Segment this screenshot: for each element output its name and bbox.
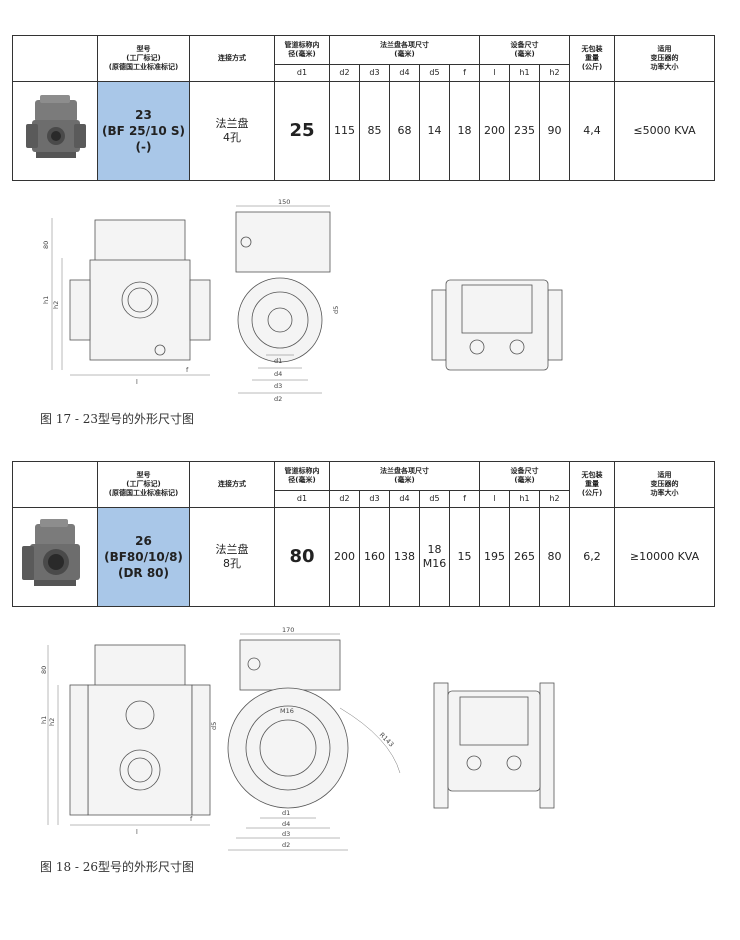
- model-header: 型号(工厂标记)(原德国工业标准标记): [97, 461, 190, 508]
- drawing-23-side: 150 d1 d4 d3 d2 d5: [235, 198, 340, 403]
- sub-d5: d5: [419, 64, 450, 82]
- sub-d4: d4: [389, 64, 420, 82]
- relay-photo-icon: [26, 94, 86, 158]
- drawing-23-front: 80 h1 h2 l f: [42, 218, 211, 386]
- drawing-26-side: 170 M16 R143 d5 d1 d4 d3 d2: [210, 626, 401, 851]
- sub-f: f: [449, 64, 480, 82]
- f-cell: 18: [449, 81, 480, 181]
- d5-cell: 14: [419, 81, 450, 181]
- relay-photo-icon: [22, 518, 80, 586]
- d3-cell: 85: [359, 81, 390, 181]
- l-cell: 195: [479, 507, 510, 607]
- power-cell: ≤5000 KVA: [614, 81, 716, 181]
- drawing-23-top: [431, 279, 563, 371]
- spec-table-26: 型号(工厂标记)(原德国工业标准标记) 连接方式 管道标称内径(毫米) 法兰盘各…: [12, 461, 716, 607]
- blank-header: [12, 461, 98, 508]
- device-header: 设备尺寸(毫米): [478, 35, 571, 65]
- pipe-dn-header: 管道标称内径(毫米): [274, 461, 330, 491]
- dim-150-label: 150: [278, 198, 290, 206]
- connection-header: 连接方式: [189, 35, 275, 82]
- sub-h1: h1: [509, 64, 540, 82]
- sub-h1: h1: [509, 490, 540, 508]
- dim-d1-label: d1: [274, 357, 282, 365]
- figure-caption-18: 图 18 - 26型号的外形尺寸图: [40, 860, 195, 874]
- weight-cell: 4,4: [569, 81, 616, 181]
- h1-cell: 235: [509, 81, 540, 181]
- model-header: 型号(工厂标记)(原德国工业标准标记): [97, 35, 190, 82]
- dim-170-label: 170: [282, 626, 294, 634]
- weight-cell: 6,2: [569, 507, 616, 607]
- weight-header: 无包装重量(公斤): [569, 461, 616, 508]
- drawing-26-top: [433, 682, 555, 809]
- sub-d1: d1: [274, 64, 330, 82]
- connection-header: 连接方式: [189, 461, 275, 508]
- dim-l-label: l: [136, 378, 138, 386]
- weight-header: 无包装重量(公斤): [569, 35, 616, 82]
- dim-d1-label: d1: [282, 809, 290, 817]
- dim-h1-label: h1: [40, 716, 48, 724]
- h2-cell: 80: [538, 507, 571, 607]
- spec-table-23: 型号(工厂标记)(原德国工业标准标记) 连接方式 管道标称内径(毫米) 法兰盘各…: [12, 35, 716, 181]
- dim-d4-label: d4: [274, 370, 282, 378]
- sub-d2: d2: [329, 490, 360, 508]
- power-header: 适用变压器的功率大小: [614, 461, 716, 508]
- sub-d5: d5: [419, 490, 450, 508]
- dim-d2-label: d2: [282, 841, 290, 849]
- dim-d3-label: d3: [282, 830, 290, 838]
- dim-f-label: f: [190, 815, 193, 823]
- product-photo: [12, 81, 98, 181]
- sub-d3: d3: [359, 64, 390, 82]
- sub-d2: d2: [329, 64, 360, 82]
- device-header: 设备尺寸(毫米): [478, 461, 571, 491]
- d1-cell: 25: [274, 81, 330, 181]
- model-cell: 23(BF 25/10 S)(-): [97, 81, 190, 181]
- model-cell: 26(BF80/10/8)(DR 80): [97, 507, 190, 607]
- dim-80-label: 80: [42, 241, 50, 249]
- sub-l: l: [479, 490, 510, 508]
- dim-80-label: 80: [40, 666, 48, 674]
- dim-d5-label: d5: [332, 306, 340, 314]
- d2-cell: 200: [329, 507, 360, 607]
- dim-h1-label: h1: [42, 296, 50, 304]
- dim-d4-label: d4: [282, 820, 290, 828]
- sub-l: l: [479, 64, 510, 82]
- h1-cell: 265: [509, 507, 540, 607]
- dim-h2-label: h2: [52, 301, 60, 309]
- drawing-26-front: 80 h1 h2 l f: [40, 644, 211, 836]
- l-cell: 200: [479, 81, 510, 181]
- flange-header: 法兰盘各项尺寸(毫米): [329, 35, 480, 65]
- dim-l-label: l: [136, 828, 138, 836]
- d4-cell: 68: [389, 81, 420, 181]
- m16-label: M16: [280, 707, 294, 715]
- dim-d2-label: d2: [274, 395, 282, 403]
- d2-cell: 115: [329, 81, 360, 181]
- pipe-dn-header: 管道标称内径(毫米): [274, 35, 330, 65]
- sub-h2: h2: [538, 490, 571, 508]
- d1-cell: 80: [274, 507, 330, 607]
- f-cell: 15: [449, 507, 480, 607]
- sub-f: f: [449, 490, 480, 508]
- d4-cell: 138: [389, 507, 420, 607]
- sub-d1: d1: [274, 490, 330, 508]
- dim-d3-label: d3: [274, 382, 282, 390]
- sub-h2: h2: [538, 64, 571, 82]
- figure-caption-17: 图 17 - 23型号的外形尺寸图: [40, 412, 195, 426]
- d3-cell: 160: [359, 507, 390, 607]
- flange-header: 法兰盘各项尺寸(毫米): [329, 461, 480, 491]
- product-photo: [12, 507, 98, 607]
- dim-d5-label: d5: [210, 722, 218, 730]
- power-header: 适用变压器的功率大小: [614, 35, 716, 82]
- sub-d4: d4: [389, 490, 420, 508]
- h2-cell: 90: [538, 81, 571, 181]
- dim-h2-label: h2: [48, 718, 56, 726]
- dim-f-label: f: [186, 366, 189, 374]
- sub-d3: d3: [359, 490, 390, 508]
- power-cell: ≥10000 KVA: [614, 507, 716, 607]
- blank-header: [12, 35, 98, 82]
